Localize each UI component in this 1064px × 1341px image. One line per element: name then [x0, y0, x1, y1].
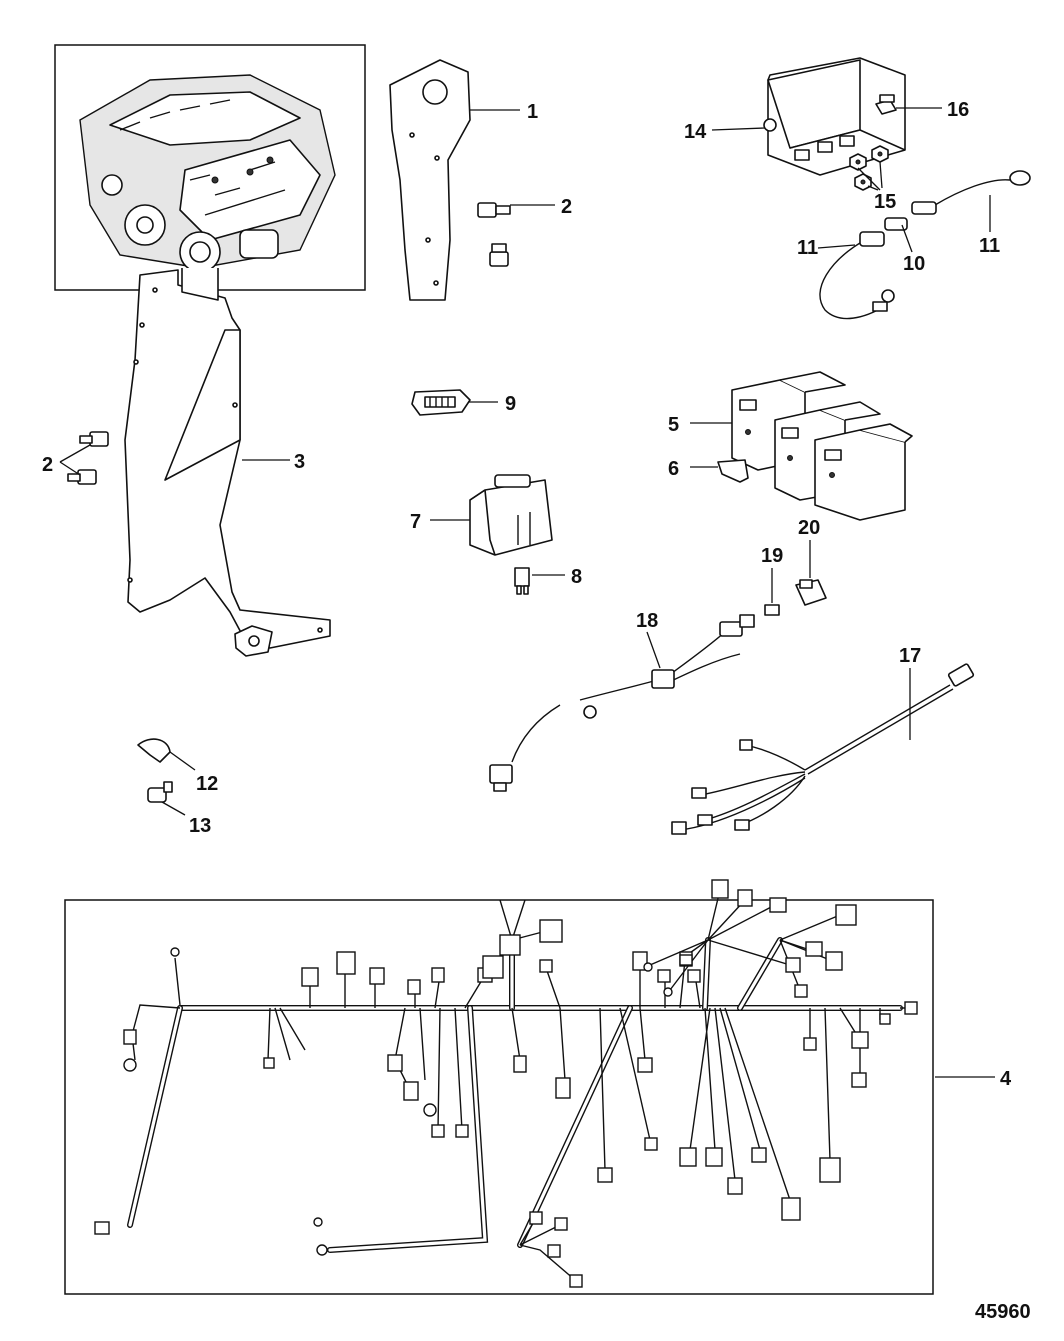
callout-2-left: 2	[42, 444, 91, 476]
callout-7: 7	[410, 511, 470, 533]
callout-4: 4	[935, 1068, 1012, 1090]
svg-text:1: 1	[527, 101, 538, 123]
connector-part-20	[795, 579, 827, 606]
callout-10: 10	[901, 224, 925, 275]
fuse-part-8	[514, 567, 530, 595]
svg-text:20: 20	[798, 517, 820, 539]
callout-2-top: 2	[510, 196, 572, 218]
screw-part-16	[875, 94, 897, 115]
callout-13: 13	[161, 801, 211, 837]
callout-9: 9	[468, 393, 516, 415]
engine-inset	[54, 44, 366, 291]
svg-text:3: 3	[294, 451, 305, 473]
callout-11-right: 11	[979, 195, 1000, 257]
callout-15: 15	[857, 161, 896, 213]
callout-14: 14	[684, 121, 766, 143]
svg-text:9: 9	[505, 393, 516, 415]
svg-text:8: 8	[571, 566, 582, 588]
module-part-14	[763, 57, 906, 176]
svg-text:7: 7	[410, 511, 421, 533]
callout-17: 17	[899, 645, 921, 740]
svg-text:4: 4	[1000, 1068, 1012, 1090]
engine-block-illustration	[79, 74, 336, 269]
relay-part-5	[731, 371, 913, 521]
callout-11-left: 11	[797, 237, 856, 259]
clamp-part-12	[137, 738, 171, 763]
callout-19: 19	[761, 545, 783, 603]
bracket-part-1	[389, 59, 471, 301]
svg-text:10: 10	[903, 253, 925, 275]
harness-part-18	[489, 614, 755, 792]
svg-text:11: 11	[797, 237, 818, 259]
callout-12: 12	[169, 751, 218, 795]
svg-text:16: 16	[947, 99, 969, 121]
harness-part-17	[671, 663, 975, 835]
clip-part-6	[717, 459, 749, 483]
svg-text:19: 19	[761, 545, 783, 567]
svg-text:11: 11	[979, 235, 1000, 257]
connector-part-9	[411, 389, 471, 416]
callout-8: 8	[532, 566, 582, 588]
engine-harness-part-4	[94, 879, 918, 1288]
svg-text:15: 15	[874, 191, 896, 213]
callout-5: 5	[668, 414, 732, 436]
callout-16: 16	[896, 99, 969, 121]
screw-part-13	[147, 781, 173, 803]
figure-number: 45960	[975, 1301, 1031, 1323]
nuts-part-15	[849, 145, 889, 191]
bracket-part-3	[124, 231, 331, 657]
terminal-part-19	[764, 604, 780, 616]
callout-18: 18	[636, 610, 661, 669]
callout-1: 1	[470, 101, 538, 123]
svg-text:17: 17	[899, 645, 921, 667]
svg-text:6: 6	[668, 458, 679, 480]
svg-text:18: 18	[636, 610, 658, 632]
engine-harness-inset	[64, 879, 934, 1295]
svg-text:12: 12	[196, 773, 218, 795]
fuse-cable-part-11	[819, 170, 1031, 320]
svg-text:5: 5	[668, 414, 679, 436]
callout-6: 6	[668, 458, 718, 480]
bolt-part-2	[477, 202, 511, 267]
svg-text:13: 13	[189, 815, 211, 837]
svg-text:14: 14	[684, 121, 707, 143]
callout-20: 20	[798, 517, 820, 578]
relay-part-7	[469, 474, 553, 556]
callout-3: 3	[242, 451, 305, 473]
svg-text:2: 2	[42, 454, 53, 476]
svg-text:2: 2	[561, 196, 572, 218]
harness-connectors	[94, 879, 918, 1288]
bolt-part-2-left	[67, 431, 109, 485]
